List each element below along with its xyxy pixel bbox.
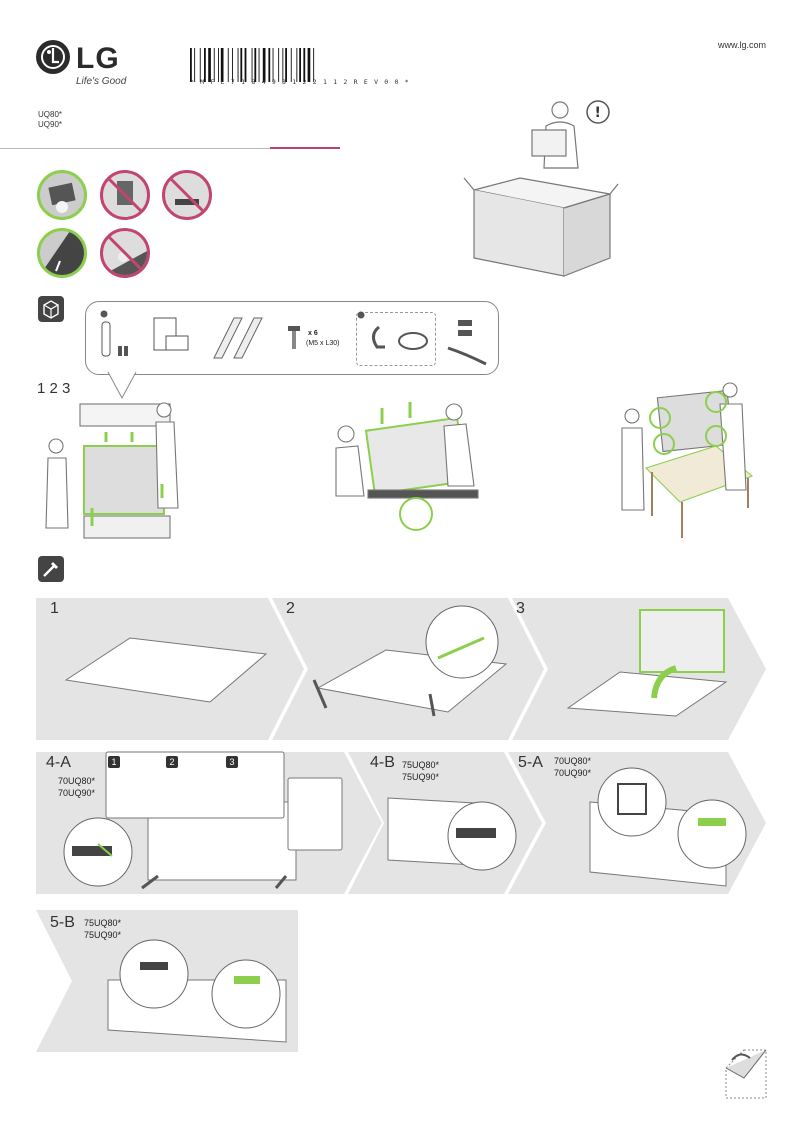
step-number: 4-A — [46, 754, 71, 771]
lift-tv-illustration — [335, 402, 479, 531]
substep-badge: 2 — [166, 756, 178, 768]
model-variant: 70UQ90* — [58, 788, 96, 798]
cable-holder-group — [356, 311, 436, 366]
svg-text:!: ! — [595, 105, 601, 121]
stand-icon — [213, 317, 263, 359]
website-url: www.lg.com — [717, 40, 766, 50]
model-line-2: UQ90* — [38, 120, 63, 129]
manual-icon — [153, 317, 189, 351]
model-variant: 75UQ90* — [402, 772, 440, 782]
lg-logo-icon — [36, 40, 70, 74]
place-tv-table-illustration — [621, 382, 754, 538]
handling-prohibited-icon — [162, 170, 212, 220]
step-number: 3 — [516, 600, 525, 617]
assembly-row-2 — [36, 751, 766, 894]
handling-ok-icon — [37, 228, 87, 278]
model-variant: 75UQ90* — [84, 930, 122, 940]
tv-box-illustration: ! — [463, 100, 619, 277]
assembly-row-3 — [36, 910, 298, 1052]
step-number: 2 — [286, 600, 295, 617]
substep-badge: 1 — [108, 756, 120, 768]
cable-tie-icon — [447, 320, 487, 366]
step-number: 1 — [50, 600, 59, 617]
model-variant: 70UQ80* — [58, 776, 96, 786]
callout-pointer — [107, 371, 137, 400]
cable-holder-icon — [357, 311, 428, 350]
handling-prohibited-icon — [100, 228, 150, 278]
step-number: 5-A — [518, 754, 543, 771]
barcode — [190, 48, 315, 82]
remote-icon — [100, 310, 128, 357]
unbox-steps-label: 1 2 3 — [37, 380, 71, 397]
handling-ok-icon — [37, 170, 87, 220]
unbox-illustration — [45, 402, 179, 539]
model-line-1: UQ80* — [38, 110, 63, 119]
screwdriver-icon — [38, 556, 64, 582]
accessories-panel: x 6 (M5 x L30) — [85, 301, 499, 375]
screw-quantity: x 6 — [308, 330, 318, 337]
package-icon — [38, 296, 64, 322]
handling-prohibited-icon — [100, 170, 150, 220]
page-turn-icon — [725, 1049, 767, 1099]
substep-badge: 3 — [226, 756, 238, 768]
model-variant: 75UQ80* — [84, 918, 122, 928]
assembly-row-1 — [36, 598, 766, 740]
warning-icon — [586, 100, 610, 124]
brand-name: LG — [76, 42, 120, 75]
header-rule — [0, 148, 270, 149]
lg-logo: LG Life's Good — [36, 40, 156, 90]
model-variant: 70UQ90* — [554, 768, 592, 778]
screw-icon — [288, 326, 300, 349]
model-variant: 70UQ80* — [554, 756, 592, 766]
screw-spec: (M5 x L30) — [306, 340, 340, 347]
step-number: 4-B — [370, 754, 395, 771]
header-rule-accent — [270, 147, 340, 149]
barcode-text: * M F L 7 1 8 4 9 8 1 2 2 1 1 2 R E V 0 … — [190, 78, 410, 86]
step-number: 5-B — [50, 914, 75, 931]
slogan: Life's Good — [76, 76, 127, 87]
model-variant: 75UQ80* — [402, 760, 440, 770]
